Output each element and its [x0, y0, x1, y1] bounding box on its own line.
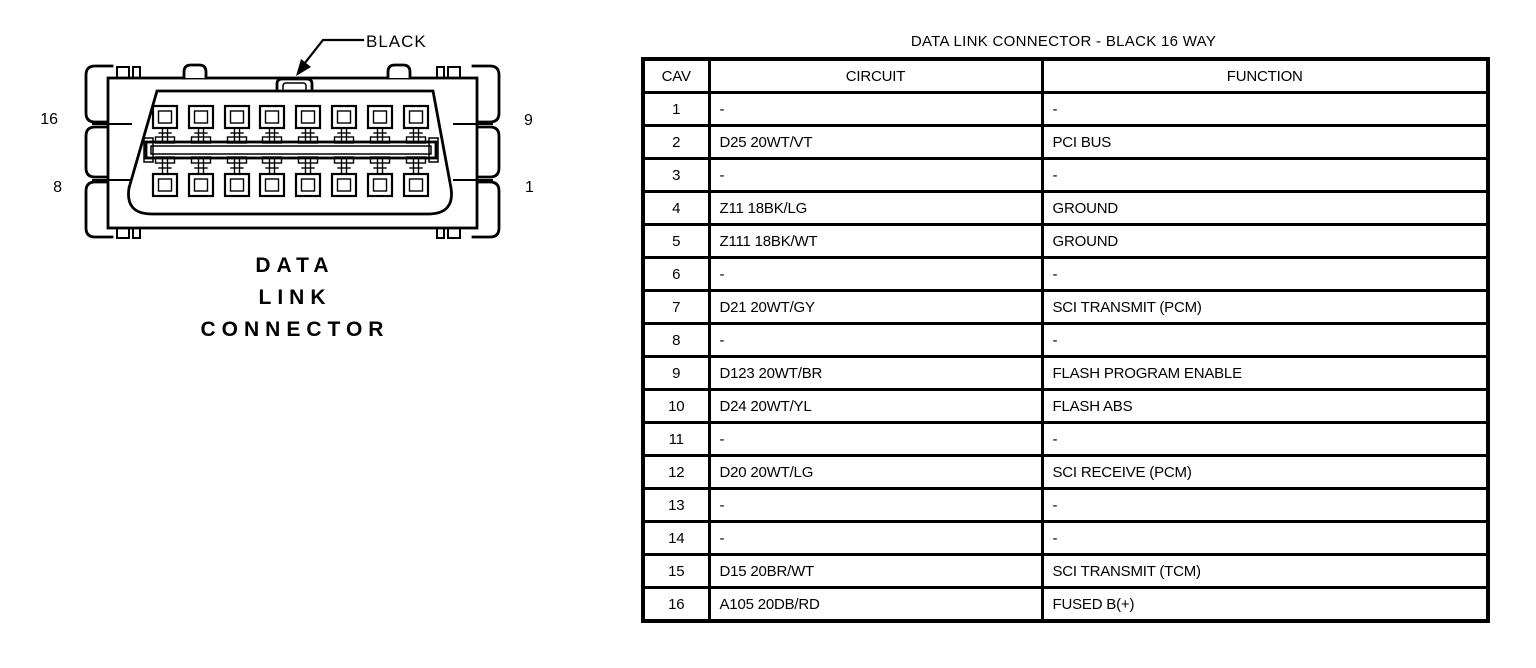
pin-contacts [151, 104, 430, 198]
caption-line: LINK [258, 286, 332, 309]
table-row: 13-- [641, 487, 1490, 523]
pin-label-16: 16 [40, 111, 58, 128]
function-cell: SCI TRANSMIT (TCM) [1040, 553, 1490, 589]
cav-cell: 8 [641, 322, 711, 358]
pin-label-8: 8 [53, 179, 62, 196]
table-row: 11-- [641, 421, 1490, 457]
cav-cell: 2 [641, 124, 711, 160]
pin-contact [223, 104, 251, 198]
header-circuit: CIRCUIT [707, 57, 1044, 94]
key-bar [143, 137, 439, 163]
function-cell: - [1040, 256, 1490, 292]
table-title: DATA LINK CONNECTOR - BLACK 16 WAY [910, 33, 1217, 50]
circuit-cell: - [707, 256, 1044, 292]
cav-cell: 6 [641, 256, 711, 292]
table-row: 1-- [641, 91, 1490, 127]
cav-cell: 3 [641, 157, 711, 193]
pin-contact [330, 104, 358, 198]
function-cell: PCI BUS [1040, 124, 1490, 160]
header-cav: CAV [641, 57, 711, 94]
cav-cell: 12 [641, 454, 711, 490]
function-cell: - [1040, 487, 1490, 523]
table-row: 3-- [641, 157, 1490, 193]
cav-cell: 5 [641, 223, 711, 259]
pin-label-1: 1 [525, 179, 534, 196]
table-row: 6-- [641, 256, 1490, 292]
pin-contact [151, 104, 179, 198]
connector-diagram-panel: BLACK 16 8 9 1 DATA LINK CONNECTOR [0, 0, 560, 668]
function-cell: SCI RECEIVE (PCM) [1040, 454, 1490, 490]
cav-cell: 7 [641, 289, 711, 325]
circuit-cell: - [707, 520, 1044, 556]
cav-cell: 15 [641, 553, 711, 589]
cav-cell: 9 [641, 355, 711, 391]
circuit-cell: D25 20WT/VT [707, 124, 1044, 160]
function-cell: GROUND [1040, 223, 1490, 259]
function-cell: - [1040, 421, 1490, 457]
function-cell: - [1040, 91, 1490, 127]
cav-cell: 11 [641, 421, 711, 457]
alignment-posts [182, 63, 412, 80]
function-cell: - [1040, 520, 1490, 556]
cav-cell: 13 [641, 487, 711, 523]
circuit-cell: D21 20WT/GY [707, 289, 1044, 325]
circuit-cell: D20 20WT/LG [707, 454, 1044, 490]
black-callout-arrow [296, 38, 365, 76]
function-cell: FLASH PROGRAM ENABLE [1040, 355, 1490, 391]
function-cell: GROUND [1040, 190, 1490, 226]
pin-contact [366, 104, 394, 198]
connector-caption: DATA LINK CONNECTOR [115, 250, 475, 346]
vent-squares [116, 66, 461, 239]
cav-cell: 10 [641, 388, 711, 424]
circuit-cell: D15 20BR/WT [707, 553, 1044, 589]
table-header-row: CAV CIRCUIT FUNCTION [641, 57, 1490, 94]
circuit-cell: - [707, 487, 1044, 523]
pin-contact [187, 104, 215, 198]
function-cell: SCI TRANSMIT (PCM) [1040, 289, 1490, 325]
mounting-ear-right [471, 64, 501, 239]
function-cell: FUSED B(+) [1040, 586, 1490, 623]
circuit-cell: - [707, 91, 1044, 127]
pin-contact [294, 104, 322, 198]
function-cell: - [1040, 157, 1490, 193]
circuit-cell: - [707, 157, 1044, 193]
pin-contact [258, 104, 286, 198]
header-function: FUNCTION [1040, 57, 1490, 94]
cav-cell: 4 [641, 190, 711, 226]
circuit-cell: Z11 18BK/LG [707, 190, 1044, 226]
function-cell: - [1040, 322, 1490, 358]
cav-cell: 16 [641, 586, 711, 623]
circuit-cell: Z111 18BK/WT [707, 223, 1044, 259]
function-cell: FLASH ABS [1040, 388, 1490, 424]
circuit-cell: D24 20WT/YL [707, 388, 1044, 424]
cav-cell: 1 [641, 91, 711, 127]
circuit-cell: D123 20WT/BR [707, 355, 1044, 391]
mounting-ear-left [84, 64, 114, 239]
circuit-cell: A105 20DB/RD [707, 586, 1044, 623]
circuit-cell: - [707, 421, 1044, 457]
cav-cell: 14 [641, 520, 711, 556]
pin-label-9: 9 [524, 112, 533, 129]
black-label: BLACK [366, 32, 427, 51]
caption-line: CONNECTOR [200, 318, 390, 341]
caption-line: DATA [255, 254, 335, 277]
data-link-connector-drawing: BLACK 16 8 9 1 [40, 32, 534, 239]
table-row: 14-- [641, 520, 1490, 556]
circuit-cell: - [707, 322, 1044, 358]
latch-tab [275, 77, 314, 92]
pin-contact [402, 104, 430, 198]
table-row: 8-- [641, 322, 1490, 358]
side-slot-lines [92, 123, 493, 181]
